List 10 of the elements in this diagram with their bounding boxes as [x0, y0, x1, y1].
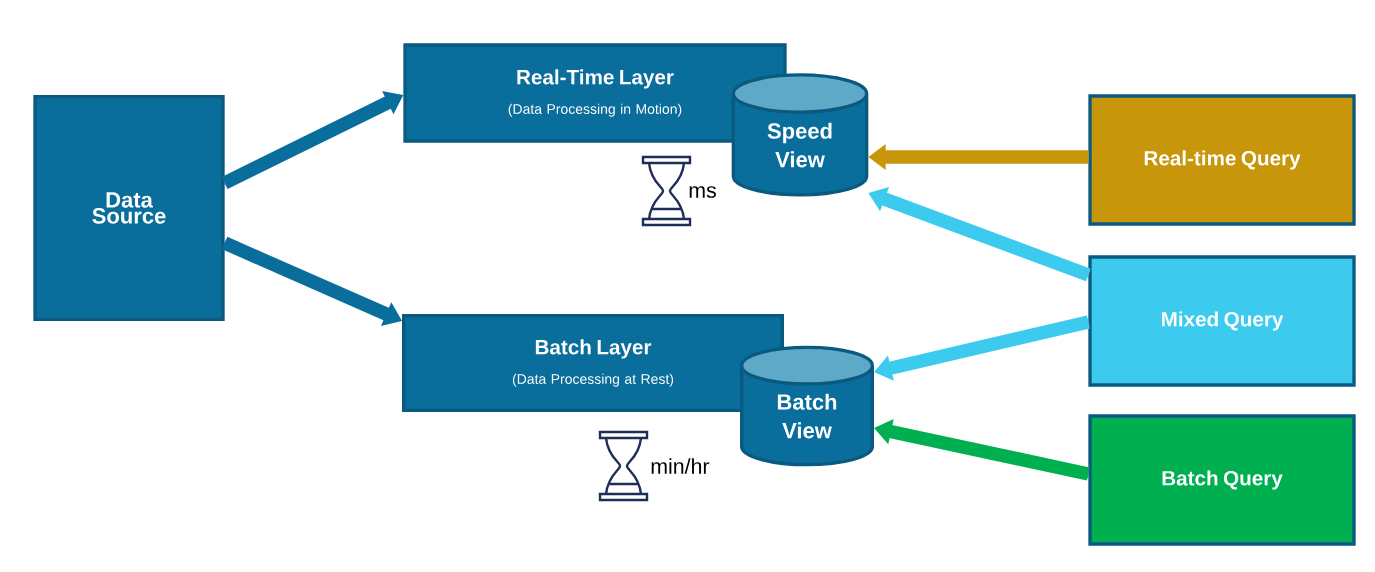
- arrow: [221, 236, 402, 326]
- latency-label: min/hr: [651, 458, 710, 474]
- database-cylinder: Speed View: [731, 73, 869, 197]
- process-box: Real-time Query: [1088, 94, 1356, 226]
- latency-label: ms: [689, 186, 716, 198]
- process-box: Batch Query: [1088, 414, 1356, 546]
- process-box: Data Source: [33, 95, 225, 321]
- process-box: Mixed Query: [1088, 255, 1356, 387]
- arrow: [874, 315, 1090, 381]
- database-cylinder: Batch View: [740, 345, 874, 467]
